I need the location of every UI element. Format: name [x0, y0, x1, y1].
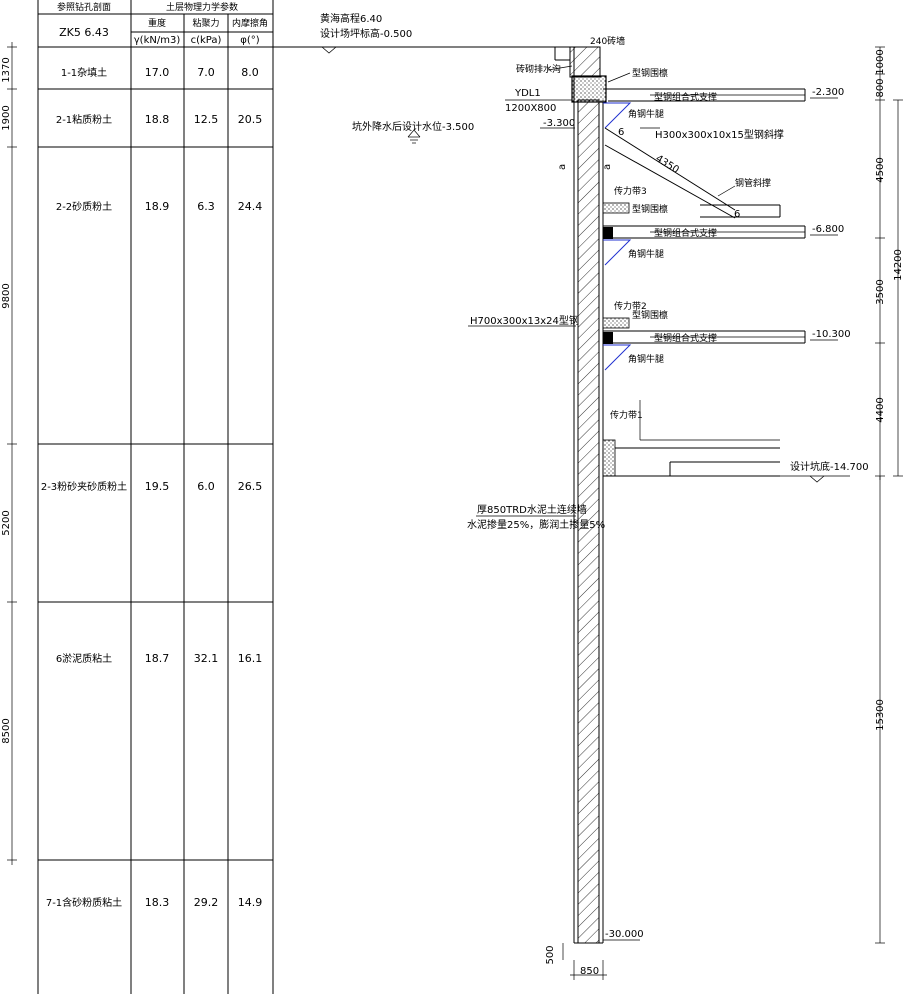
left-dimension-line: 1370 1900 9800 5200 8500	[1, 42, 17, 865]
unit-phi: φ(°)	[240, 35, 259, 46]
elev-30000: -30.000	[605, 929, 644, 940]
dim-800: 800	[875, 78, 886, 97]
soil-gamma: 18.9	[145, 200, 170, 213]
dim-14200: 14200	[893, 249, 904, 281]
soil-c: 12.5	[194, 113, 219, 126]
strut-level-2: 传力带3 型钢围檩 型钢组合式支撑 -6.800 角钢牛腿	[602, 185, 844, 266]
soil-gamma: 18.7	[145, 652, 170, 665]
soil-phi: 24.4	[238, 200, 263, 213]
soil-gamma: 17.0	[145, 66, 170, 79]
brick-wall-top: 240砖墙 砖砌排水沟	[516, 35, 625, 78]
force-tube3-label: 传力带3	[614, 185, 647, 197]
dim-15300: 15300	[875, 699, 886, 731]
angle-bracket-label-1: 角钢牛腿	[628, 108, 664, 120]
borehole-label: ZK5 6.43	[59, 26, 109, 39]
unit-gamma: γ(kN/m3)	[134, 35, 181, 46]
strut-combo-label-2: 型钢组合式支撑	[654, 227, 717, 239]
dim-1900: 1900	[1, 105, 12, 130]
bottom-design-level: 设计坑底-14.700	[790, 460, 869, 473]
anchor-a-left: a	[557, 164, 568, 170]
dim-500: 500	[545, 945, 556, 964]
elev-3300: -3.300	[543, 118, 575, 129]
soil-c: 7.0	[197, 66, 215, 79]
corbel-label-1: 型钢围檩	[632, 67, 668, 79]
ring-beam-size: 1200X800	[505, 103, 556, 114]
anchor-a-right: a	[602, 164, 613, 170]
h-section-strut-label: H300x300x10x15型钢斜撑	[655, 128, 784, 141]
corbel-label-3: 型钢围檩	[632, 309, 668, 321]
soil-gamma: 19.5	[145, 480, 170, 493]
soil-name: 6淤泥质粘土	[56, 652, 112, 665]
soil-name: 2-2砂质粉土	[56, 200, 112, 213]
dim-3500: 3500	[875, 279, 886, 304]
strut-combo-label-3: 型钢组合式支撑	[654, 332, 717, 344]
dim-1370: 1370	[1, 57, 12, 82]
soil-c: 29.2	[194, 896, 219, 909]
soil-gamma: 18.3	[145, 896, 170, 909]
wall-240-label: 240砖墙	[590, 35, 625, 47]
wall-notes: 厚850TRD水泥土连续墙 水泥掺量25%，膨润土掺量5% -30.000 50…	[467, 503, 644, 980]
table-header-right: 土层物理力学参数	[166, 1, 238, 13]
corbel-label-2: 型钢围檩	[632, 203, 668, 215]
angle-6-bottom: 6	[734, 209, 740, 220]
force-tube1-label: 传力带1	[610, 409, 643, 421]
soil-phi: 20.5	[238, 113, 263, 126]
unit-c: c(kPa)	[191, 35, 222, 46]
ring-beam-label: YDL1	[514, 88, 541, 99]
soil-phi: 26.5	[238, 480, 263, 493]
soil-phi: 16.1	[238, 652, 263, 665]
col-phi: 内摩擦角	[232, 17, 268, 29]
soil-name: 2-3粉砂夹砂质粉土	[41, 480, 127, 493]
table-header-left: 参照钻孔剖面	[57, 1, 111, 13]
dim-4400: 4400	[875, 397, 886, 422]
angle-bracket-label-2: 角钢牛腿	[628, 248, 664, 260]
force-tube2-label: 传力带2	[614, 300, 647, 312]
col-gamma: 重度	[148, 17, 166, 29]
h700-label: H700x300x13x24型钢	[470, 314, 579, 327]
soil-gamma: 18.8	[145, 113, 170, 126]
right-dimensions: 1000 800 4500 3500 4400 14200 15300	[875, 46, 904, 944]
dim-1000: 1000	[875, 49, 886, 74]
elev-6800: -6.800	[812, 224, 844, 235]
brace-tube-label: 钢管斜撑	[735, 177, 771, 189]
soil-table: 参照钻孔剖面 土层物理力学参数 ZK5 6.43 重度 粘聚力 内摩擦角 γ(k…	[37, 0, 555, 994]
cement-ratio-label: 水泥掺量25%，膨润土掺量5%	[467, 518, 605, 531]
trd-wall-label: 厚850TRD水泥土连续墙	[477, 503, 587, 516]
bottom-slab: 传力带1 设计坑底-14.700	[602, 400, 869, 483]
soil-c: 32.1	[194, 652, 219, 665]
soil-phi: 14.9	[238, 896, 263, 909]
soil-c: 6.3	[197, 200, 215, 213]
soil-name: 2-1粘质粉土	[56, 113, 112, 126]
water-level-note: 坑外降水后设计水位-3.500	[352, 120, 474, 133]
dim-5200: 5200	[1, 510, 12, 535]
trd-wall	[573, 47, 604, 944]
dim-850: 850	[580, 966, 599, 977]
dim-4500: 4500	[875, 157, 886, 182]
strut-combo-label-1: 型钢组合式支撑	[654, 91, 717, 103]
ground-notes: 黄海高程6.40 设计场坪标高-0.500 坑外降水后设计水位-3.500	[318, 12, 474, 144]
dim-9800: 9800	[1, 283, 12, 308]
dim-8500: 8500	[1, 718, 12, 743]
ground-elevation: 黄海高程6.40	[320, 12, 382, 25]
top-design-level: 设计场坪标高-0.500	[320, 27, 412, 40]
soil-name: 7-1含砂粉质粘土	[46, 896, 122, 909]
elev-10300: -10.300	[812, 329, 851, 340]
strut-level-3: H700x300x13x24型钢 传力带2 型钢围檩 型钢组合式支撑 -10.3…	[468, 300, 851, 371]
soil-name: 1-1杂填土	[61, 66, 107, 79]
soil-phi: 8.0	[241, 66, 259, 79]
dim-4350: 4350	[653, 153, 680, 176]
angle-bracket-label-3: 角钢牛腿	[628, 353, 664, 365]
drain-ditch-label: 砖砌排水沟	[516, 63, 561, 75]
elev-2300: -2.300	[812, 87, 844, 98]
angle-6-top: 6	[618, 127, 624, 138]
soil-c: 6.0	[197, 480, 215, 493]
col-c: 粘聚力	[192, 17, 219, 29]
strut-level-1: 型钢组合式支撑 -2.300 角钢牛腿	[603, 87, 844, 129]
